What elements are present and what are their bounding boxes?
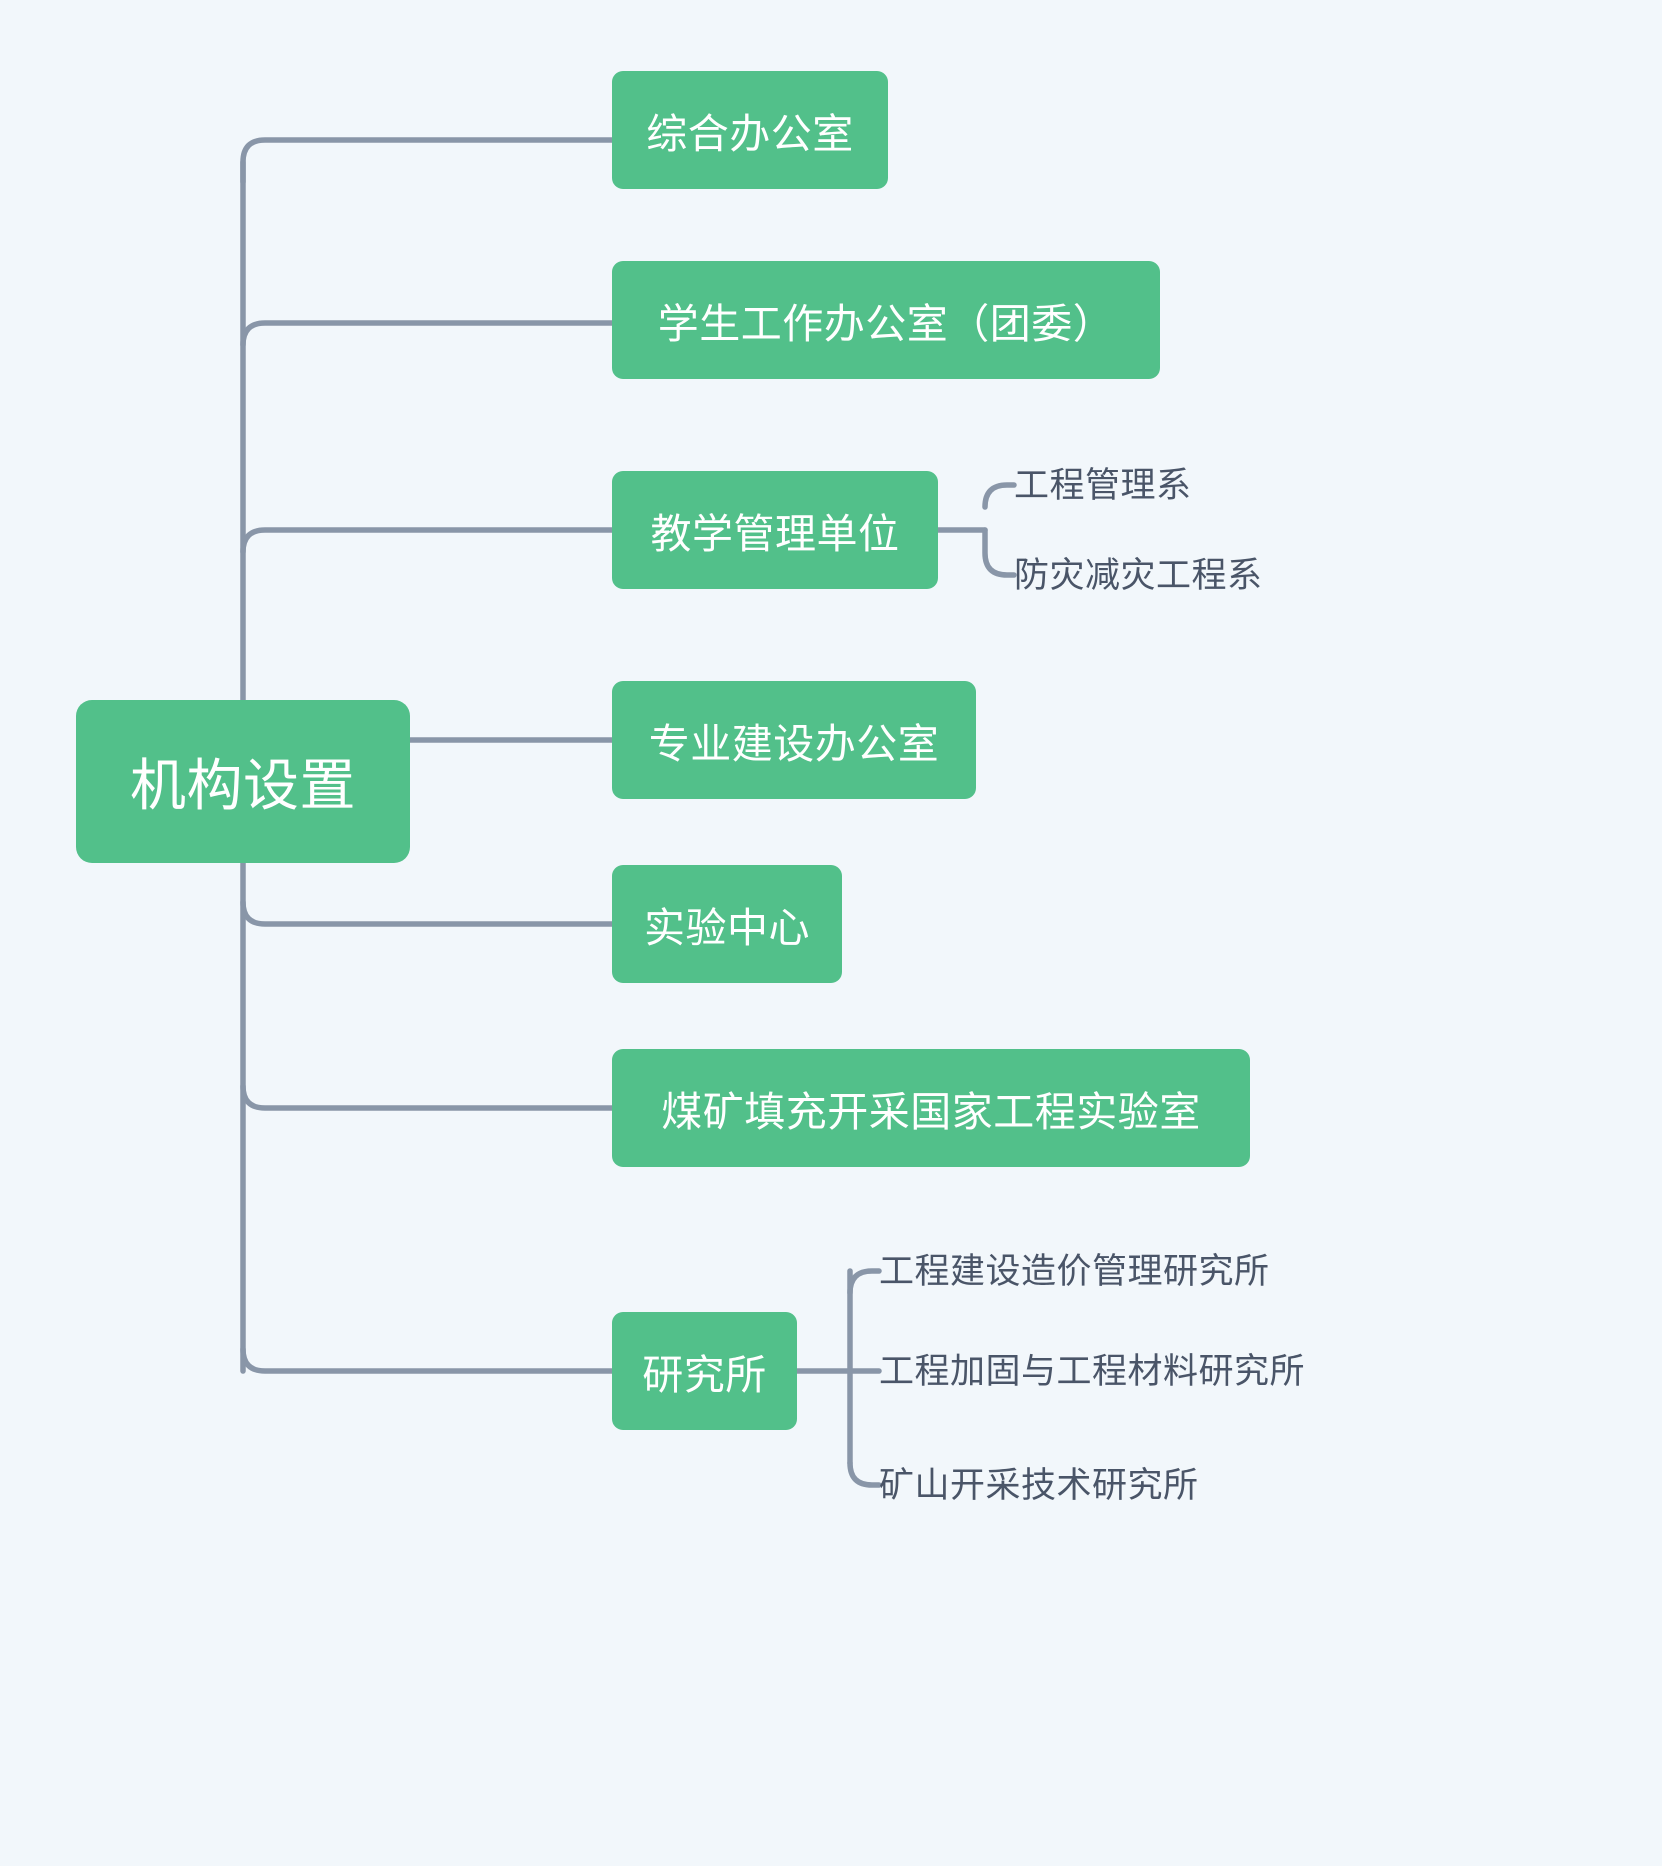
leaf-label: 工程建设造价管理研究所 [879,1252,1270,1291]
leaf-reinforcement-and-materials-institute[interactable]: 工程加固与工程材料研究所 [879,1354,1305,1389]
link-teaching-child-1 [982,482,1017,510]
branch-node-teaching-management-unit[interactable]: 教学管理单位 [612,471,938,589]
branch-node-label: 综合办公室 [646,111,854,157]
leaf-label: 防灾减灾工程系 [1014,556,1263,595]
leaf-label: 矿山开采技术研究所 [879,1466,1199,1505]
leaf-engineering-management-department[interactable]: 工程管理系 [1014,468,1192,503]
root-node-organizational-structure[interactable]: 机构设置 [76,700,410,863]
link-institute-child-1 [847,1268,882,1296]
branch-node-national-engineering-laboratory[interactable]: 煤矿填充开采国家工程实验室 [612,1049,1250,1167]
branch-node-label: 研究所 [642,1352,767,1398]
branch-node-label: 专业建设办公室 [648,721,940,767]
branch-node-label: 教学管理单位 [650,511,900,557]
root-node-label: 机构设置 [130,754,356,817]
leaf-label: 工程管理系 [1014,466,1192,505]
branch-node-major-construction-office[interactable]: 专业建设办公室 [612,681,976,799]
branch-node-research-institutes[interactable]: 研究所 [612,1312,797,1430]
branch-node-general-office[interactable]: 综合办公室 [612,71,888,189]
branch-node-label: 煤矿填充开采国家工程实验室 [661,1089,1201,1135]
link-to-branch-1 [240,137,615,185]
branch-node-label: 实验中心 [644,905,810,951]
link-teaching-child-2 [982,527,1017,578]
link-to-branch-7 [240,1346,615,1374]
link-to-branch-5 [240,899,615,927]
branch-node-label: 学生工作办公室（团委） [657,301,1115,347]
leaf-construction-cost-management-institute[interactable]: 工程建设造价管理研究所 [879,1254,1270,1289]
link-institute-child-3 [847,1460,882,1488]
link-to-branch-6 [240,1083,615,1111]
leaf-disaster-prevention-department[interactable]: 防灾减灾工程系 [1014,558,1263,593]
branch-node-experiment-center[interactable]: 实验中心 [612,865,842,983]
link-to-branch-3 [240,527,615,555]
leaf-label: 工程加固与工程材料研究所 [879,1352,1306,1391]
leaf-mining-technology-institute[interactable]: 矿山开采技术研究所 [879,1468,1199,1503]
link-to-branch-2 [240,320,615,348]
branch-node-student-affairs-office[interactable]: 学生工作办公室（团委） [612,261,1160,379]
